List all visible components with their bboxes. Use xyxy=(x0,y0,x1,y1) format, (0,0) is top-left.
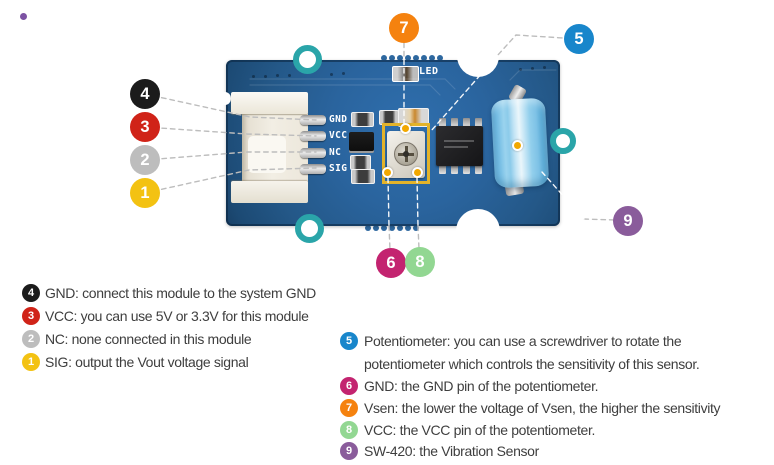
legend-text-7: Vsen: the lower the voltage of Vsen, the… xyxy=(364,400,721,416)
testpoint-vsen xyxy=(400,123,411,134)
legend-text-5-line2: potentiometer which controls the sensiti… xyxy=(364,356,700,372)
callout-9: 9 xyxy=(613,206,643,236)
board-tooth xyxy=(381,55,387,61)
legend-text-5-line1: Potentiometer: you can use a screwdriver… xyxy=(364,333,682,349)
board-tooth xyxy=(405,55,411,61)
legend-text-1: SIG: output the Vout voltage signal xyxy=(45,354,249,370)
ic-pin xyxy=(451,165,458,174)
callout-4: 4 xyxy=(130,79,160,109)
legend-text-8: VCC: the VCC pin of the potentiometer. xyxy=(364,422,596,438)
bullet-dot xyxy=(20,13,27,20)
silkscreen-label-nc: NC xyxy=(329,147,342,158)
smd-transistor xyxy=(349,132,374,151)
legend-badge-7: 7 xyxy=(340,399,358,417)
smd-diode xyxy=(398,108,429,127)
ic-pin xyxy=(463,165,470,174)
grove-connector-bottom-lip xyxy=(231,181,308,203)
via-dot xyxy=(276,74,279,77)
connector-pin-sig xyxy=(300,164,326,174)
connector-pin-vcc xyxy=(300,131,326,141)
potentiometer-screw-center xyxy=(403,151,409,157)
callout-1: 1 xyxy=(130,178,160,208)
ic-pin xyxy=(439,165,446,174)
via-dot xyxy=(252,75,255,78)
legend-badge-2: 2 xyxy=(22,330,40,348)
legend-badge-6: 6 xyxy=(340,377,358,395)
bottom-edge-notch xyxy=(456,209,500,253)
via-dot xyxy=(330,73,333,76)
legend-badge-8: 8 xyxy=(340,421,358,439)
silkscreen-label-gnd: GND xyxy=(329,114,348,125)
legend-badge-4: 4 xyxy=(22,284,40,302)
silkscreen-label-sig: SIG xyxy=(329,163,348,174)
board-tooth xyxy=(413,225,419,231)
callout-2: 2 xyxy=(130,145,160,175)
legend-text-4: GND: connect this module to the system G… xyxy=(45,285,316,301)
testpoint-sensor xyxy=(512,140,523,151)
legend-text-3: VCC: you can use 5V or 3.3V for this mod… xyxy=(45,308,309,324)
legend-badge-3: 3 xyxy=(22,307,40,325)
mounting-hole-bottom xyxy=(295,214,324,243)
board-tooth xyxy=(389,225,395,231)
board-tooth xyxy=(389,55,395,61)
connector-pin-nc xyxy=(300,148,326,158)
silkscreen-label-vcc: VCC xyxy=(329,130,348,141)
ic-marking xyxy=(444,140,474,142)
smd-resistor xyxy=(351,169,375,184)
connector-pin-gnd xyxy=(300,115,326,125)
board-tooth xyxy=(421,55,427,61)
left-edge-notch xyxy=(219,92,231,105)
ic-pin xyxy=(475,165,482,174)
top-edge-notch xyxy=(457,35,499,77)
mounting-hole-top xyxy=(293,45,322,74)
callout-8: 8 xyxy=(405,247,435,277)
legend-text-6: GND: the GND pin of the potentiometer. xyxy=(364,378,599,394)
mounting-hole-right xyxy=(550,128,576,154)
board-tooth xyxy=(413,55,419,61)
callout-3: 3 xyxy=(130,112,160,142)
testpoint-vcc xyxy=(412,167,423,178)
grove-connector-slot xyxy=(248,136,286,173)
via-dot xyxy=(264,75,267,78)
legend-text-9: SW-420: the Vibration Sensor xyxy=(364,443,539,459)
legend-badge-5: 5 xyxy=(340,332,358,350)
grove-connector-top-lip xyxy=(231,92,308,114)
board-tooth xyxy=(381,225,387,231)
callout-6: 6 xyxy=(376,248,406,278)
ic-marking xyxy=(444,146,468,148)
ic-chip xyxy=(436,126,483,166)
via-dot xyxy=(543,66,546,69)
legend-badge-9: 9 xyxy=(340,442,358,460)
board-tooth xyxy=(365,225,371,231)
smd-resistor xyxy=(350,155,371,170)
callout-7: 7 xyxy=(389,13,419,43)
board-tooth xyxy=(405,225,411,231)
board-tooth xyxy=(397,225,403,231)
board-tooth xyxy=(397,55,403,61)
via-dot xyxy=(288,74,291,77)
via-dot xyxy=(531,67,534,70)
via-dot xyxy=(342,72,345,75)
via-dot xyxy=(519,68,522,71)
board-tooth xyxy=(373,225,379,231)
smd-resistor xyxy=(351,112,374,127)
led-component xyxy=(392,66,419,82)
legend-badge-1: 1 xyxy=(22,353,40,371)
legend-text-2: NC: none connected in this module xyxy=(45,331,252,347)
callout-5: 5 xyxy=(564,24,594,54)
testpoint-gnd xyxy=(382,167,393,178)
led-silkscreen-label: LED xyxy=(419,66,439,77)
